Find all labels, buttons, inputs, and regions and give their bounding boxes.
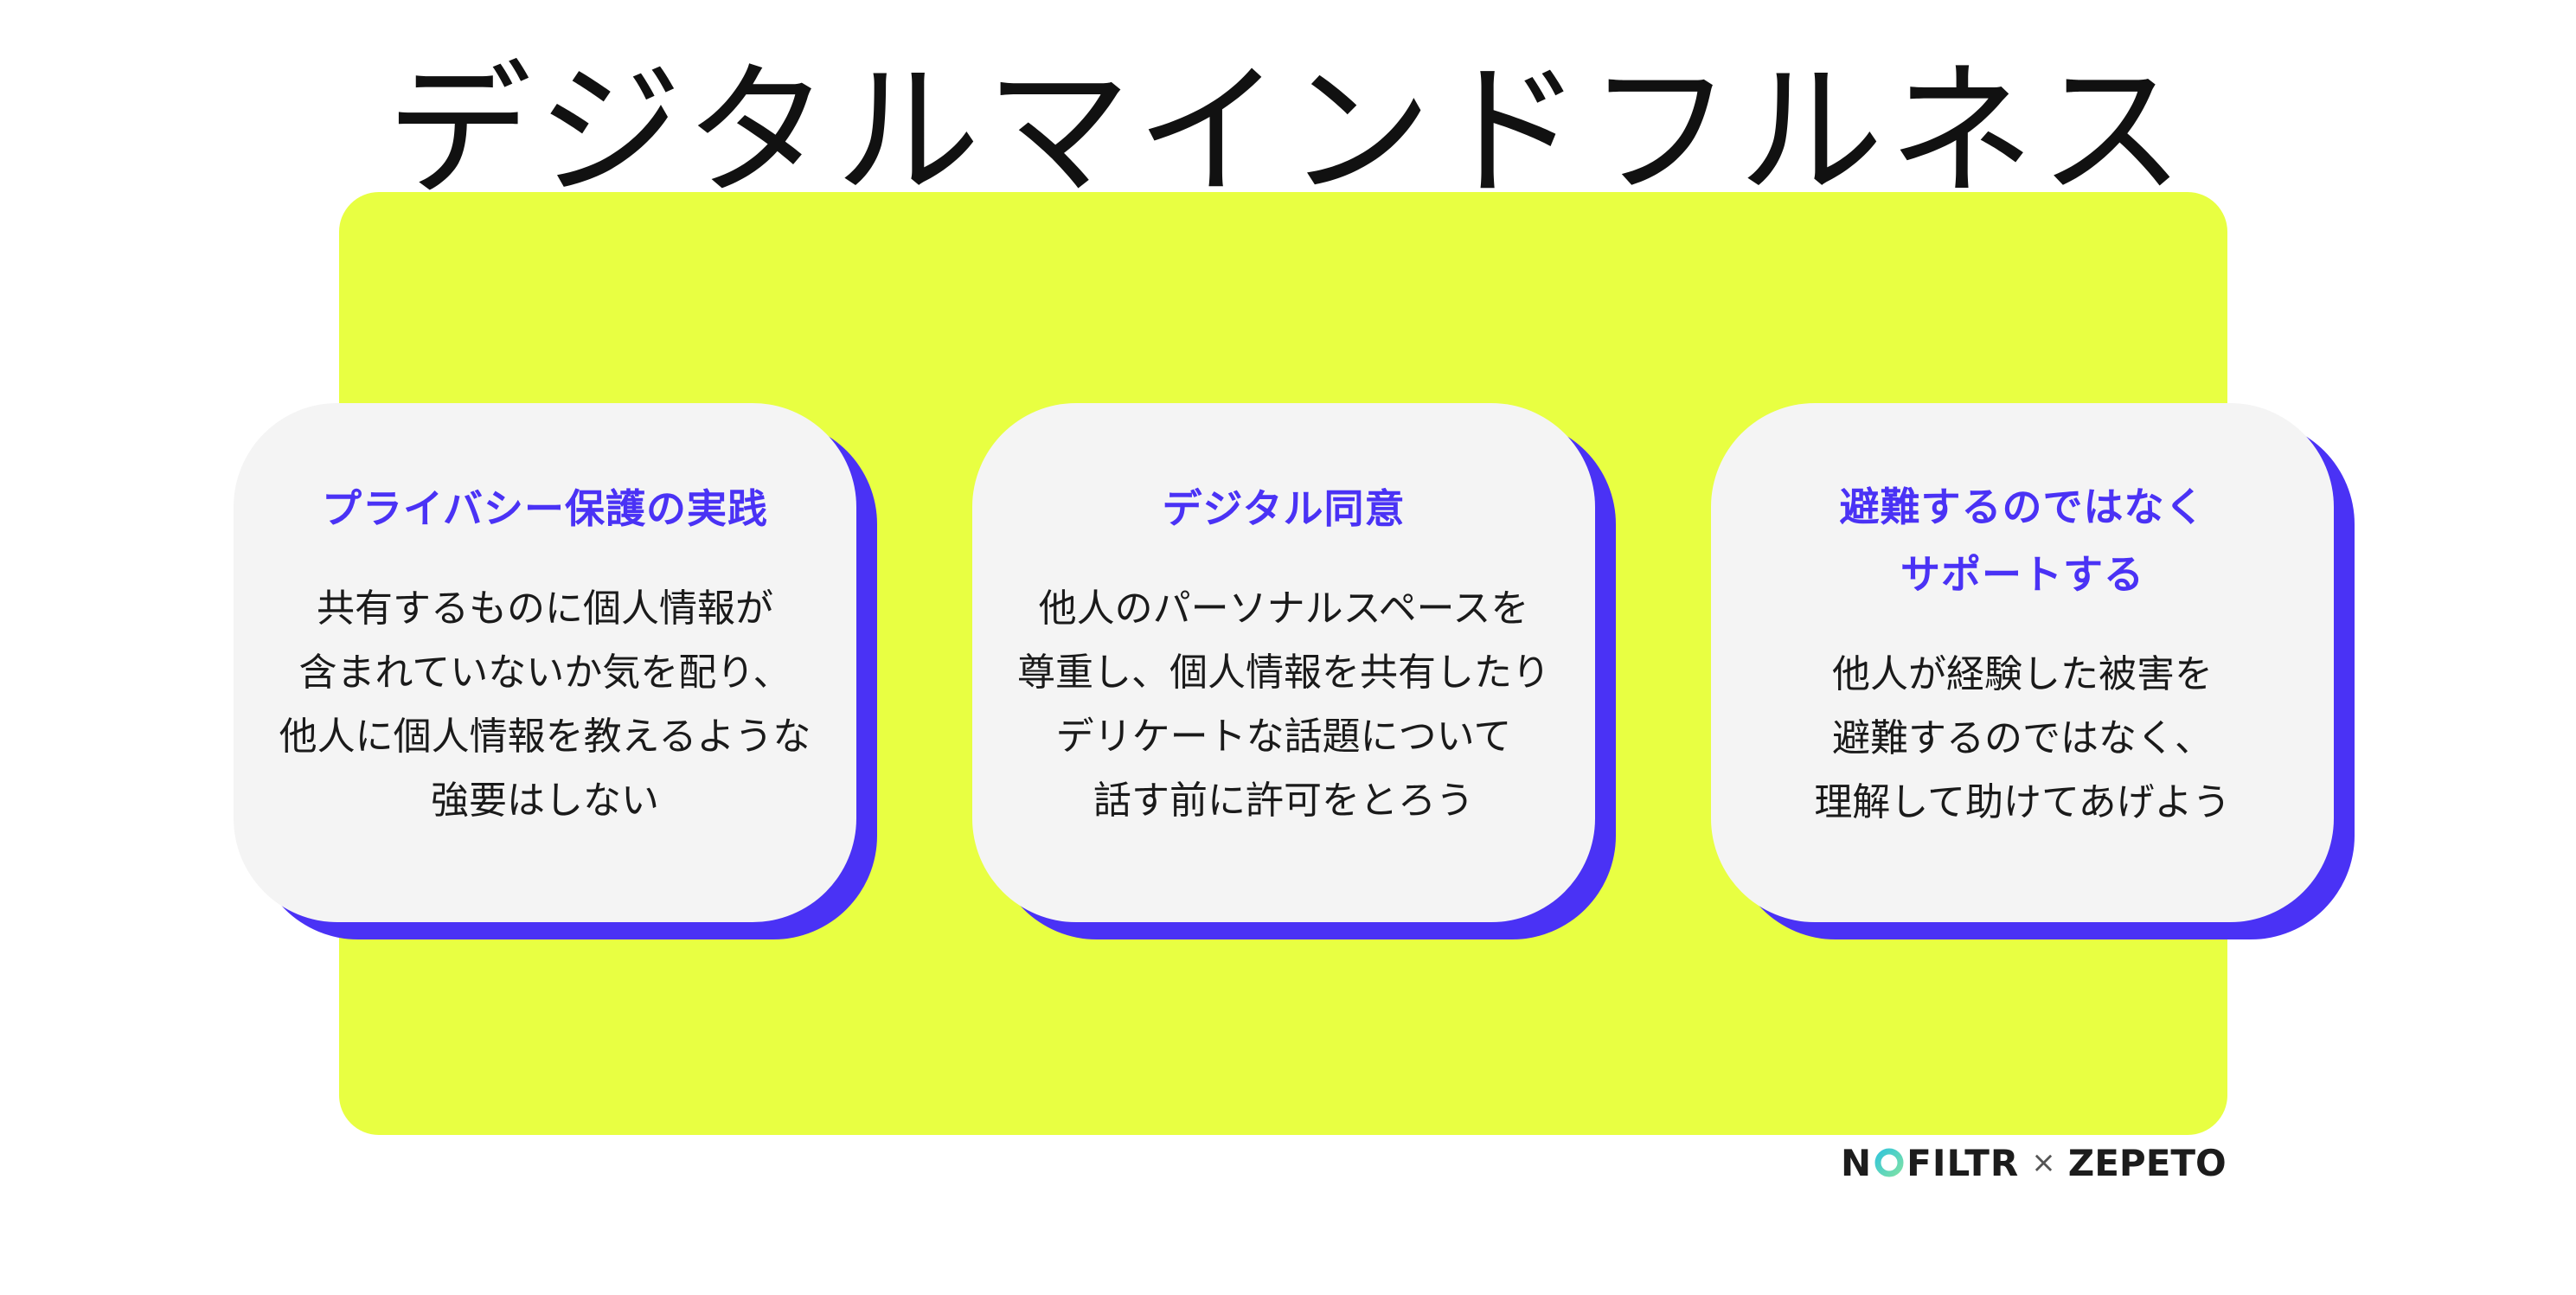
card-digital-consent: デジタル同意 他人のパーソナルスペースを 尊重し、個人情報を共有したり デリケー… bbox=[972, 403, 1616, 939]
nofiltr-logo: N FILTR bbox=[1841, 1142, 2019, 1184]
card-privacy-practice: プライバシー保護の実践 共有するものに個人情報が 含まれていないか気を配り、 他… bbox=[234, 403, 877, 939]
brand-logos: N FILTR × ZEPETO bbox=[1841, 1138, 2227, 1187]
ring-logo-icon bbox=[1874, 1148, 1904, 1177]
card-body: 共有するものに個人情報が 含まれていないか気を配り、 他人に個人情報を教えるよう… bbox=[279, 587, 811, 823]
card-heading: プライバシー保護の実践 bbox=[321, 485, 769, 532]
card-heading: デジタル同意 bbox=[1162, 485, 1406, 532]
card-face: プライバシー保護の実践 共有するものに個人情報が 含まれていないか気を配り、 他… bbox=[234, 403, 856, 922]
card-face: デジタル同意 他人のパーソナルスペースを 尊重し、個人情報を共有したり デリケー… bbox=[972, 403, 1595, 922]
card-body: 他人のパーソナルスペースを 尊重し、個人情報を共有したり デリケートな話題につい… bbox=[1017, 587, 1550, 823]
card-support: 避難するのではなく サポートする 他人が経験した被害を 避難するのではなく、 理… bbox=[1711, 403, 2355, 939]
brand-separator: × bbox=[2031, 1145, 2056, 1180]
zepeto-logo: ZEPETO bbox=[2067, 1141, 2227, 1184]
card-face: 避難するのではなく サポートする 他人が経験した被害を 避難するのではなく、 理… bbox=[1711, 403, 2334, 922]
nofiltr-logo-n: N bbox=[1841, 1141, 1873, 1184]
page-title: デジタルマインドフルネス bbox=[386, 47, 2190, 216]
card-heading: 避難するのではなく サポートする bbox=[1839, 484, 2206, 598]
nofiltr-logo-rest: FILTR bbox=[1906, 1141, 2020, 1184]
card-body: 他人が経験した被害を 避難するのではなく、 理解して助けてあげよう bbox=[1814, 652, 2231, 824]
